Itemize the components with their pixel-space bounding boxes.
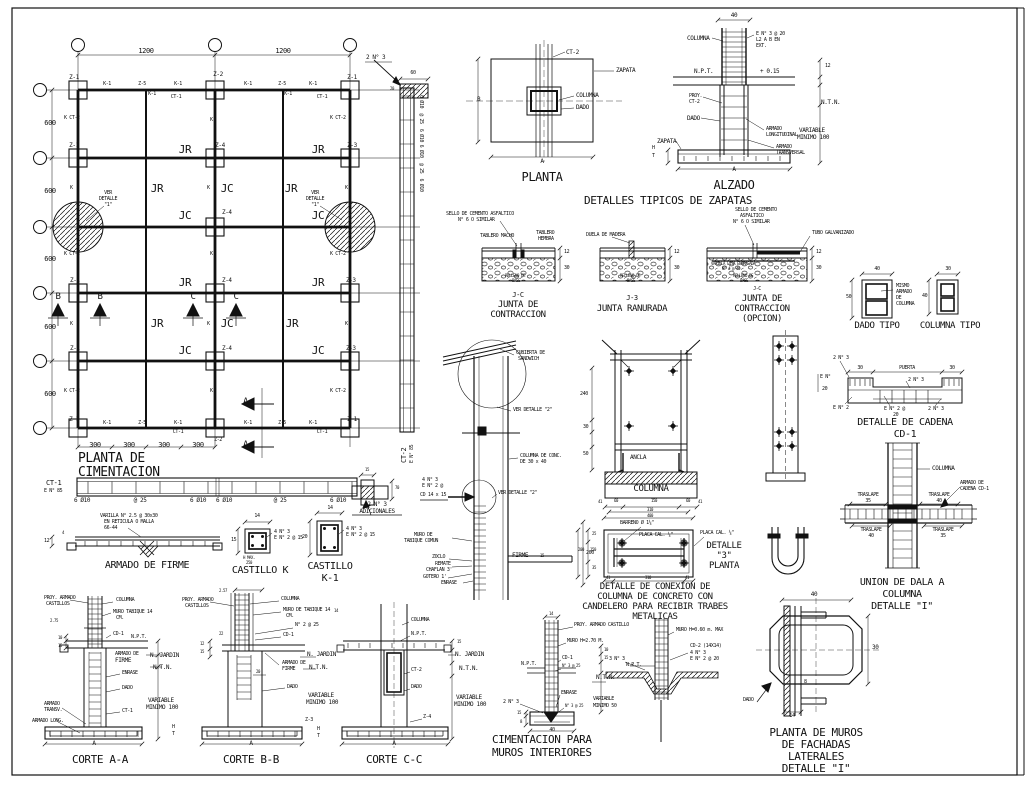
foundation-plan-grid [33, 38, 420, 458]
section-arrow-icon [48, 302, 274, 454]
junta-opcion-lines [706, 243, 808, 282]
generated-hatch-ticks [42, 17, 965, 747]
sheet-border [11, 7, 1025, 776]
junta-contraccion-lines [481, 243, 556, 282]
cimentacion-muros-lines [527, 618, 719, 742]
candelero-lines [601, 330, 819, 499]
adicionales-plan-detail [365, 59, 429, 99]
adicionales-cross-lines [351, 479, 465, 516]
planta-muros-lines [756, 598, 880, 717]
ct2-beam-detail [399, 87, 415, 433]
junta-ranurada-lines [599, 240, 666, 282]
ct1-beam-detail [76, 477, 358, 497]
castillo-k1-lines [316, 520, 343, 556]
columna-tipo-lines [936, 279, 959, 315]
leader-lines [57, 34, 961, 734]
dimension-lines [45, 19, 962, 745]
corte-bb-lines [201, 593, 316, 740]
wall-section-lines [442, 339, 573, 600]
corte-aa-lines [44, 596, 162, 740]
corte-cc-lines [336, 602, 456, 748]
alzado-lines [673, 28, 795, 164]
detalle-3-lines [603, 527, 809, 578]
armado-firme-lines [66, 536, 223, 558]
planta-zapata-lines [466, 40, 622, 162]
dado-tipo-lines [861, 279, 893, 319]
castillo-k-lines [244, 528, 271, 554]
detalle-cadena-lines [847, 377, 963, 404]
union-dala-lines [840, 442, 977, 569]
